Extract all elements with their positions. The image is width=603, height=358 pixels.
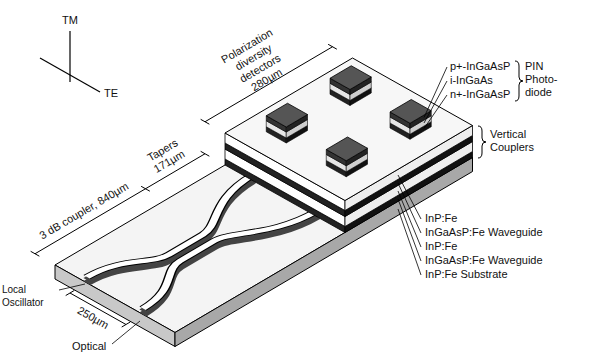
port-label: Local Oscillator [2, 283, 58, 309]
polarization-axes [40, 31, 100, 92]
leader-line [59, 284, 85, 290]
photodiode-mesa [330, 66, 371, 106]
leader-line [398, 209, 421, 275]
leader-line [398, 199, 421, 261]
dimension-line [122, 322, 131, 327]
layer-label: InP:Fe [425, 212, 457, 225]
axis-label: TE [104, 87, 118, 100]
bracket [515, 61, 523, 101]
port-label: Optical [72, 340, 106, 353]
layer-label: InGaAsP:Fe Waveguide [425, 254, 543, 267]
dimension-line [141, 186, 150, 191]
leader-line [424, 81, 447, 123]
photodiode-mesa [390, 100, 431, 140]
device-label: Vertical Couplers [490, 128, 556, 154]
photodiode-mesa [266, 103, 307, 143]
leader-line [59, 67, 447, 344]
leader-line [112, 321, 140, 344]
ridge-waveguide [83, 181, 317, 317]
dimension-line [201, 151, 210, 156]
layer-label: InGaAsP:Fe Waveguide [425, 226, 543, 239]
dimension-line [35, 154, 205, 254]
axis-label: TM [62, 14, 78, 27]
layer-label: i-InGaAs [450, 74, 493, 87]
layer-label: InP:Fe Substrate [425, 268, 508, 281]
layer-label: n+-InGaAsP [450, 88, 510, 101]
dimension-line [328, 44, 337, 49]
dimension-line [66, 290, 75, 295]
dimension-label: Polarization diversity detectors 280µm [209, 20, 304, 105]
layer-label: p+-InGaAsP [450, 60, 510, 73]
dimension-line [201, 119, 210, 124]
layer-label: InP:Fe [425, 240, 457, 253]
ridge-waveguide [121, 196, 317, 311]
leader-line [424, 67, 447, 118]
bracket [478, 126, 486, 158]
dimension-line [31, 44, 337, 327]
leader-line [424, 95, 447, 129]
polarization-axes [40, 58, 100, 92]
dimension-label: Tapers 171µm [140, 133, 193, 179]
photodiode-mesa [326, 137, 367, 177]
dimension-line [31, 251, 40, 256]
leader-line [398, 175, 421, 219]
device-label: PIN Photo-diode [525, 60, 571, 99]
